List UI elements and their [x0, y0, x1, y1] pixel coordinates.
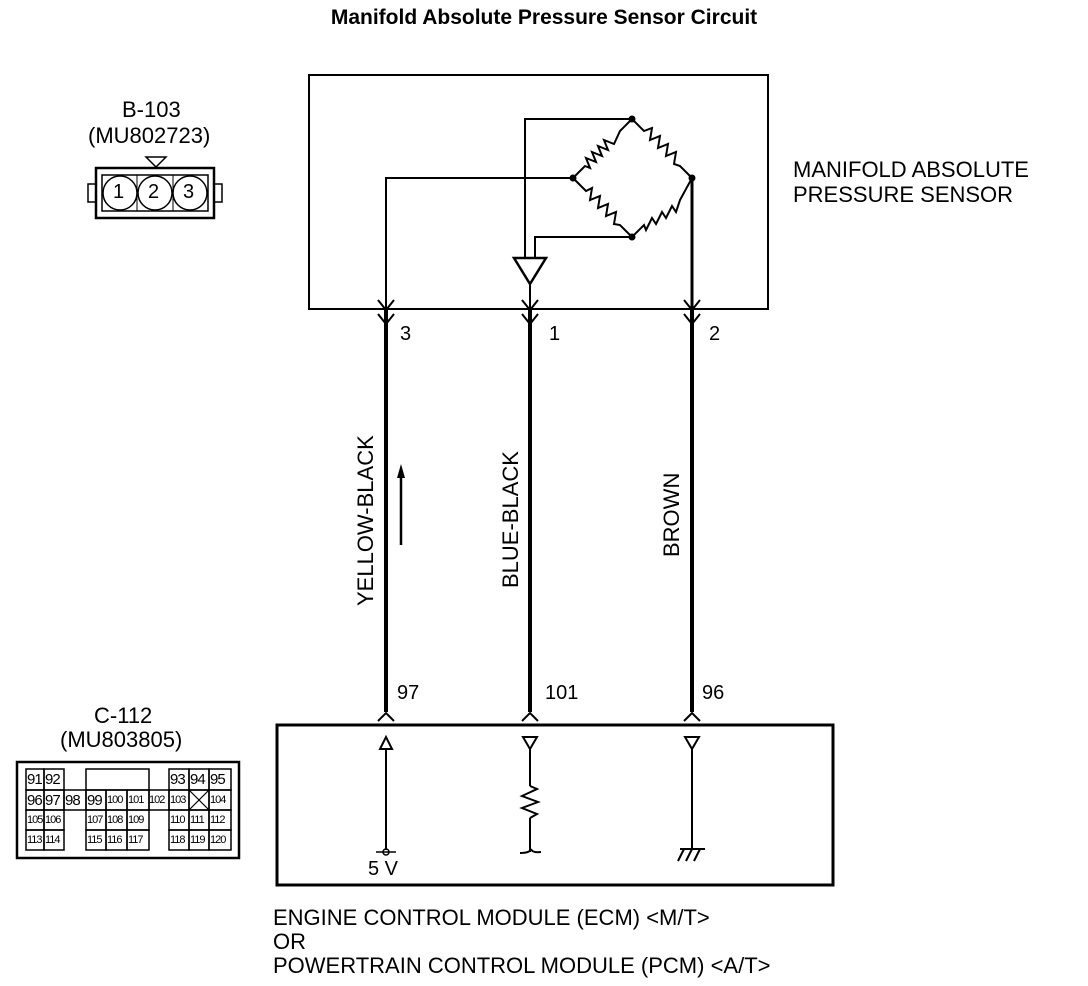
c112-cell: 92	[45, 771, 61, 788]
c112-cell: 115	[87, 834, 103, 846]
connector-c112-part: (MU803805)	[60, 727, 183, 752]
c112-cell: 97	[45, 792, 61, 809]
c112-cell: 100	[107, 794, 123, 806]
c112-cell: 117	[128, 834, 144, 846]
sensor-label-line1: MANIFOLD ABSOLUTE	[793, 157, 1029, 182]
connector-c112-id: C-112	[94, 703, 153, 728]
sensor-connector-chevrons	[377, 299, 701, 326]
c112-cell: 104	[210, 794, 226, 806]
c112-cell: 116	[107, 834, 123, 846]
c112-cell: 120	[210, 834, 226, 846]
c112-cell: 105	[27, 814, 43, 826]
ecm-pin-96: 96	[702, 682, 725, 704]
ecm-box	[275, 723, 835, 887]
connector-b103-id: B-103	[122, 97, 181, 122]
c112-cell: 114	[45, 834, 61, 846]
sensor-box	[308, 74, 769, 310]
connector-b103-part: (MU802723)	[88, 123, 211, 148]
resistor-icon	[519, 785, 541, 819]
sensor-label-line2: PRESSURE SENSOR	[793, 182, 1014, 207]
amplifier-icon	[511, 256, 549, 287]
b103-pin-label: 2	[148, 181, 160, 203]
c112-cell: 103	[170, 794, 186, 806]
c112-cell: 108	[107, 814, 123, 826]
output-arrow-icon	[521, 736, 539, 751]
ecm-label-line3: POWERTRAIN CONTROL MODULE (PCM) <A/T>	[273, 953, 771, 978]
b103-pin-label: 1	[113, 181, 125, 203]
connector-c112-icon	[15, 760, 241, 860]
c112-cell: 112	[210, 814, 226, 826]
c112-cell: 99	[87, 792, 103, 809]
b103-pin-1-icon	[102, 175, 138, 211]
c112-cell: 118	[170, 834, 186, 846]
c112-cell: 102	[149, 794, 165, 806]
ecm-label-line2: OR	[273, 929, 306, 954]
c112-cell: 107	[87, 814, 103, 826]
wheatstone-bridge-icon	[569, 115, 696, 241]
input-arrow-icon	[378, 734, 394, 750]
sensor-pin-1: 1	[549, 323, 561, 345]
c112-cell: 111	[190, 814, 205, 826]
sensor-pin-3: 3	[400, 323, 412, 345]
output-arrow-icon	[683, 736, 701, 751]
c112-cell: 98	[65, 792, 81, 809]
c112-cell: 106	[45, 814, 61, 826]
c112-cell: 96	[27, 792, 43, 809]
sensor-pin-2: 2	[709, 323, 721, 345]
diagram-title: Manifold Absolute Pressure Sensor Circui…	[330, 6, 758, 29]
c112-cell: 113	[27, 834, 43, 846]
connector-b103-icon	[87, 156, 223, 220]
b103-pin-label: 3	[183, 181, 195, 203]
c112-cell: 119	[190, 834, 206, 846]
c112-cell: 101	[128, 794, 144, 806]
c112-cell: 95	[210, 771, 226, 788]
c112-cell: 109	[128, 814, 144, 826]
c112-cell: 110	[170, 814, 186, 826]
c112-cell: 91	[27, 771, 43, 788]
b103-pin-2-icon	[137, 175, 173, 211]
supply-voltage-label: 5 V	[368, 858, 399, 880]
ecm-label-line1: ENGINE CONTROL MODULE (ECM) <M/T>	[273, 905, 710, 930]
b103-pin-3-icon	[172, 175, 208, 211]
c112-cell: 93	[170, 771, 186, 788]
ground-icon	[677, 848, 705, 862]
c112-cell: 94	[190, 771, 206, 788]
ecm-pin-97: 97	[397, 682, 420, 704]
ecm-pin-101: 101	[545, 682, 579, 704]
